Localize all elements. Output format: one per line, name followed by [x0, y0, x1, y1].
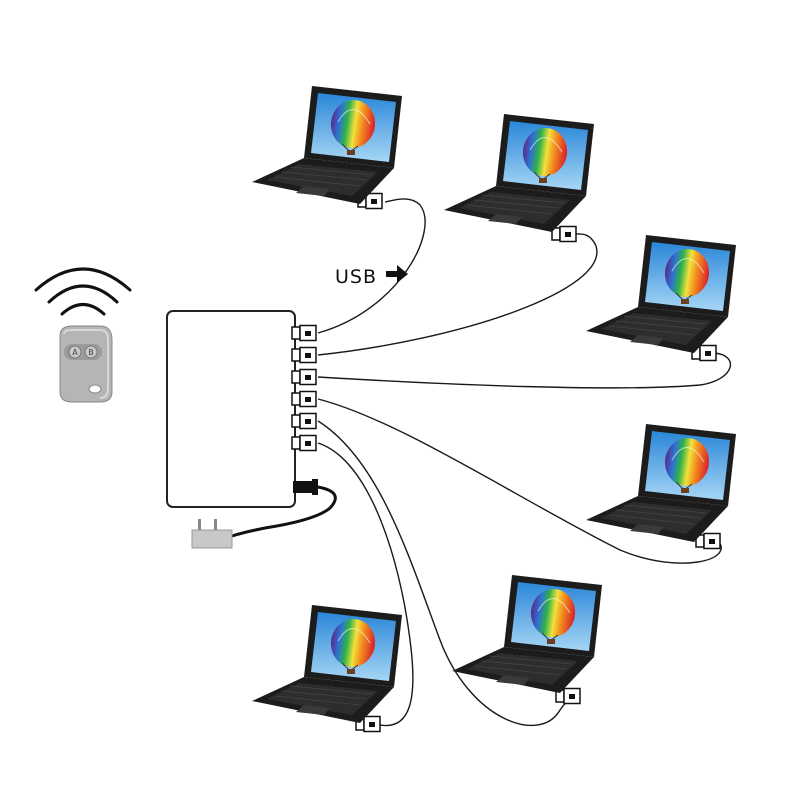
- remote-button-a-label: A: [72, 348, 78, 357]
- usb-hub-box: [166, 310, 296, 508]
- laptop-plug: [551, 225, 577, 243]
- remote-button-b-label: B: [88, 348, 94, 357]
- remote-button-b: [84, 345, 98, 359]
- laptop: [451, 574, 603, 694]
- right-arrow-icon: [386, 265, 408, 283]
- hub-port: [291, 346, 317, 364]
- hub-port: [291, 412, 317, 430]
- hub-port: [291, 324, 317, 342]
- laptop: [251, 604, 403, 724]
- laptop: [251, 85, 403, 205]
- hub-port: [291, 368, 317, 386]
- wireless-signal-icon: [34, 267, 132, 316]
- hub-port: [291, 390, 317, 408]
- remote-control: A B: [59, 325, 113, 403]
- usb-label: USB: [335, 266, 377, 288]
- laptop: [585, 423, 737, 543]
- power-plug: [191, 519, 233, 549]
- laptop: [585, 234, 737, 354]
- remote-button-a: [68, 345, 82, 359]
- hub-port: [291, 434, 317, 452]
- laptop: [443, 113, 595, 233]
